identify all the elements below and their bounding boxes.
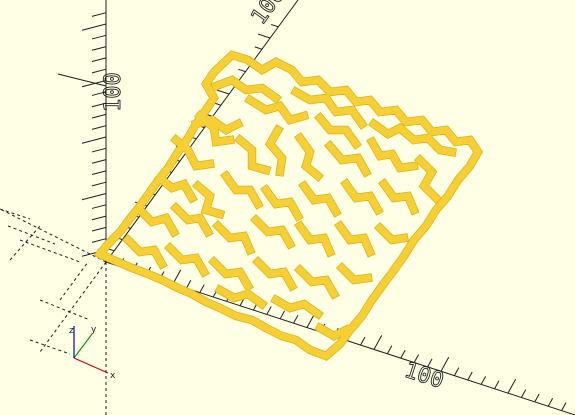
y-axis-scale-label: 100 bbox=[246, 0, 291, 30]
x-tick bbox=[400, 349, 406, 359]
x-tick bbox=[520, 389, 527, 398]
x-tick bbox=[279, 310, 286, 320]
z-tick bbox=[91, 204, 107, 209]
z-tick bbox=[91, 170, 107, 176]
x-axis-scale-label: 100 bbox=[401, 357, 447, 394]
x-tick bbox=[547, 397, 554, 407]
svg-text:100: 100 bbox=[101, 72, 126, 112]
z-tick bbox=[91, 226, 107, 232]
negative-guides bbox=[0, 208, 91, 355]
z-tick bbox=[91, 34, 107, 40]
x-tick bbox=[440, 357, 450, 372]
x-tick bbox=[494, 380, 500, 389]
y-axis-negative bbox=[39, 261, 107, 353]
x-tick bbox=[561, 402, 567, 411]
axes-gizmo: x y z bbox=[69, 325, 116, 381]
z-tick bbox=[91, 181, 107, 187]
y-tick bbox=[238, 68, 246, 73]
z-tick bbox=[91, 215, 107, 221]
y-axis bbox=[105, 0, 299, 263]
z-tick bbox=[91, 159, 107, 164]
svg-text:100: 100 bbox=[247, 0, 291, 30]
z-tick bbox=[91, 102, 107, 108]
x-tick bbox=[480, 376, 487, 385]
z-tick bbox=[81, 80, 107, 88]
z-tick bbox=[91, 91, 107, 96]
gizmo-z-label: z bbox=[69, 326, 74, 336]
x-tick bbox=[386, 345, 393, 355]
x-tick bbox=[507, 378, 517, 394]
gizmo-x-axis bbox=[73, 357, 109, 374]
x-tick bbox=[467, 371, 473, 381]
z-tick bbox=[91, 12, 107, 17]
z-tick bbox=[91, 68, 107, 74]
x-tick bbox=[293, 314, 299, 324]
x-tick bbox=[373, 335, 383, 350]
x-tick bbox=[453, 367, 460, 376]
y-tick bbox=[216, 89, 230, 95]
y-tick bbox=[271, 24, 279, 28]
z-tick bbox=[91, 46, 107, 51]
svg-text:100: 100 bbox=[401, 358, 447, 394]
x-axis-negative bbox=[0, 208, 107, 263]
hexagonal-maze[interactable] bbox=[94, 50, 483, 361]
z-tick bbox=[91, 57, 107, 63]
x-tick bbox=[185, 279, 192, 289]
z-tick bbox=[91, 125, 107, 130]
gizmo-y-axis bbox=[73, 333, 93, 359]
x-tick bbox=[266, 306, 272, 315]
x-tick bbox=[534, 393, 540, 403]
x-tick bbox=[427, 358, 433, 368]
z-tick bbox=[91, 113, 107, 119]
z-tick bbox=[91, 238, 107, 243]
x-tick bbox=[360, 336, 366, 346]
gizmo-x-label: x bbox=[110, 371, 116, 381]
z-tick bbox=[91, 147, 107, 153]
x-tick bbox=[199, 284, 205, 293]
z-axis-ticks bbox=[81, 12, 107, 257]
y-tick bbox=[257, 33, 271, 39]
gizmo-y-label: y bbox=[91, 325, 97, 335]
y-tick bbox=[254, 46, 262, 50]
z-axis-scale-label: 100 bbox=[101, 72, 127, 113]
z-guide-line bbox=[57, 73, 107, 87]
z-tick bbox=[81, 136, 107, 144]
z-tick bbox=[81, 23, 107, 31]
z-tick bbox=[81, 193, 107, 201]
x-tick bbox=[413, 354, 420, 363]
